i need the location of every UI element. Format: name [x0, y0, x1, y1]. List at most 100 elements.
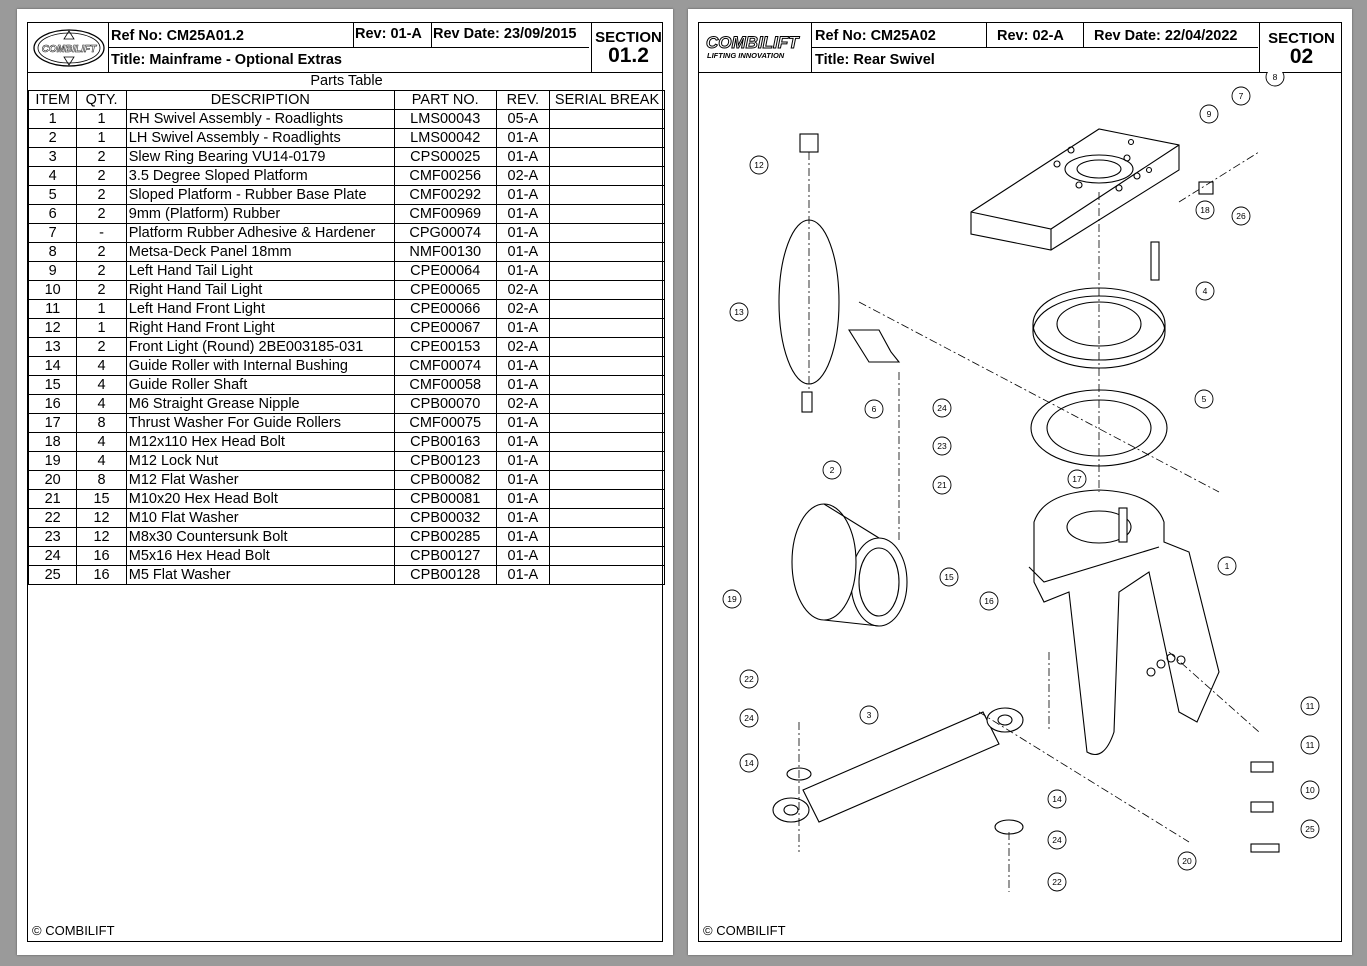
page-parts-table: COMBILIFT Ref No: CM25A01.2 Rev: 01-A Re… [17, 9, 673, 955]
cell-item: 4 [27, 166, 78, 186]
cell-part-no: CPB00285 [393, 527, 497, 547]
cell-rev: 01-A [495, 375, 551, 395]
cell-item: 20 [27, 470, 78, 490]
cell-rev: 01-A [495, 318, 551, 338]
cell-serial-break [549, 318, 665, 338]
cell-description: M8x30 Countersunk Bolt [125, 527, 395, 547]
callout-bubble: 12 [749, 155, 769, 175]
ref-number: Ref No: CM25A01.2 [111, 28, 244, 44]
cell-rev: 01-A [495, 451, 551, 471]
section-number: 02 [1289, 45, 1314, 68]
cell-serial-break [549, 280, 665, 300]
cell-qty: 2 [76, 204, 127, 224]
callout-bubble: 24 [1047, 830, 1067, 850]
cell-item: 1 [27, 109, 78, 129]
cell-item: 25 [27, 565, 78, 585]
cell-serial-break [549, 375, 665, 395]
cell-item: 16 [27, 394, 78, 414]
m12-bolt-part [1150, 241, 1160, 281]
cell-rev: 02-A [495, 337, 551, 357]
cell-qty: 2 [76, 166, 127, 186]
callout-bubble: 25 [1300, 819, 1320, 839]
cell-part-no: CMF00292 [393, 185, 497, 205]
callout-label: 14 [1052, 794, 1062, 804]
cell-rev: 01-A [495, 508, 551, 528]
callout-bubble: 14 [1047, 789, 1067, 809]
cell-part-no: CPB00032 [393, 508, 497, 528]
callout-label: 6 [872, 404, 877, 414]
cell-rev: 01-A [495, 204, 551, 224]
cell-rev: 01-A [495, 223, 551, 243]
front-light-bracket-part [1250, 843, 1280, 853]
cell-part-no: CPB00127 [393, 546, 497, 566]
revision: Rev: 02-A [997, 28, 1064, 44]
hydraulic-cylinder-part [772, 707, 1024, 823]
revision-date: Rev Date: 22/04/2022 [1094, 28, 1238, 44]
cell-part-no: CPG00074 [393, 223, 497, 243]
cell-part-no: CPB00128 [393, 565, 497, 585]
section-label: SECTION [1268, 30, 1335, 47]
callout-label: 2 [830, 465, 835, 475]
callout-bubble: 24 [932, 398, 952, 418]
callout-bubble: 8 [1265, 67, 1285, 87]
cell-description: M12 Lock Nut [125, 451, 395, 471]
callout-label: 22 [744, 674, 754, 684]
svg-text:LIFTING INNOVATION: LIFTING INNOVATION [707, 51, 785, 60]
callout-label: 24 [744, 713, 754, 723]
cell-qty: 4 [76, 394, 127, 414]
cell-item: 14 [27, 356, 78, 376]
cell-item: 7 [27, 223, 78, 243]
swivel-housing-part [1028, 489, 1220, 756]
cell-part-no: CPB00163 [393, 432, 497, 452]
cell-part-no: CPB00082 [393, 470, 497, 490]
cell-description: Front Light (Round) 2BE003185-031 [125, 337, 395, 357]
callout-bubble: 17 [1067, 469, 1087, 489]
callout-bubble: 21 [932, 475, 952, 495]
callout-bubble: 26 [1231, 206, 1251, 226]
cell-item: 2 [27, 128, 78, 148]
callout-label: 16 [984, 596, 994, 606]
col-header-part-no: PART NO. [393, 90, 497, 110]
cell-serial-break [549, 565, 665, 585]
svg-text:COMBILIFT: COMBILIFT [42, 44, 97, 55]
callout-label: 7 [1239, 91, 1244, 101]
callout-bubble: 19 [722, 589, 742, 609]
callout-bubble: 16 [979, 591, 999, 611]
cell-rev: 01-A [495, 527, 551, 547]
cell-description: M5x16 Hex Head Bolt [125, 546, 395, 566]
callout-label: 5 [1202, 394, 1207, 404]
callout-bubble: 11 [1300, 696, 1320, 716]
col-header-rev: REV. [495, 90, 551, 110]
callout-label: 3 [867, 710, 872, 720]
cell-item: 11 [27, 299, 78, 319]
cell-part-no: CPB00081 [393, 489, 497, 509]
cell-item: 9 [27, 261, 78, 281]
cell-item: 8 [27, 242, 78, 262]
callout-label: 15 [944, 572, 954, 582]
sloped-platform-part [970, 128, 1180, 251]
cell-description: Guide Roller Shaft [125, 375, 395, 395]
cell-part-no: CPE00066 [393, 299, 497, 319]
cell-item: 23 [27, 527, 78, 547]
callout-bubble: 3 [859, 705, 879, 725]
cell-part-no: CPB00123 [393, 451, 497, 471]
front-light-bracket-part [1250, 761, 1274, 773]
cell-rev: 01-A [495, 565, 551, 585]
m12-bolt-part [1118, 507, 1128, 543]
cell-rev: 01-A [495, 185, 551, 205]
callout-label: 24 [937, 403, 947, 413]
cell-serial-break [549, 242, 665, 262]
callout-bubble: 10 [1300, 780, 1320, 800]
cell-qty: 8 [76, 470, 127, 490]
